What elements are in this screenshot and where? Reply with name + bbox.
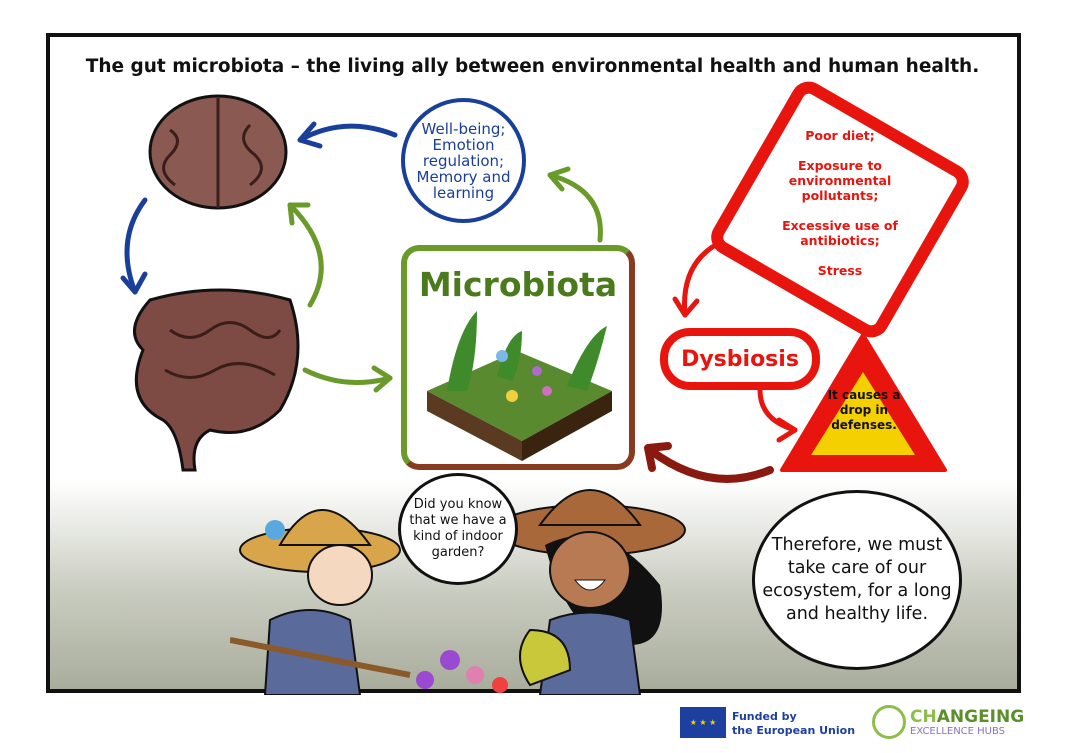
intestine-icon xyxy=(133,288,300,472)
warning-text: It causes a drop in defenses. xyxy=(827,388,901,432)
memory-text: Memory and xyxy=(416,167,511,186)
microbiota-box: Microbiota xyxy=(401,245,635,470)
brain-icon xyxy=(148,94,288,210)
risk-item: Poor diet; xyxy=(805,128,875,143)
gardener-left xyxy=(230,509,411,695)
wellbeing-text: Well-being; xyxy=(421,119,506,138)
arrow-gut-to-microbiota xyxy=(302,367,393,385)
changeing-subtitle: EXCELLENCE HUBS xyxy=(910,726,1006,737)
learning-text: learning xyxy=(432,183,495,202)
flowers-icon xyxy=(416,650,508,693)
brand-part: AN xyxy=(936,707,965,727)
garden-icon xyxy=(427,311,612,461)
speech-bubble-conclusion: Therefore, we must take care of our ecos… xyxy=(752,490,962,670)
risk-item: Excessive use of antibiotics; xyxy=(782,218,898,248)
eu-funding-text: Funded by the European Union xyxy=(732,710,855,738)
speech-bubble-question: Did you know that we have a kind of indo… xyxy=(398,473,518,585)
brand-part: GEING xyxy=(964,707,1025,727)
brand-part: CH xyxy=(910,707,937,727)
changeing-logo-icon xyxy=(872,705,906,739)
risk-item: Exposure to environmental pollutants; xyxy=(788,158,892,203)
gardener-right xyxy=(494,489,686,695)
wellbeing-circle: Well-being; Emotion regulation; Memory a… xyxy=(401,98,526,223)
page-title: The gut microbiota – the living ally bet… xyxy=(85,56,980,77)
risk-factors-text: Poor diet; Exposure to environmental pol… xyxy=(750,128,930,293)
arrow-brain-to-gut xyxy=(124,197,148,295)
regulation-text: regulation; xyxy=(422,151,505,170)
eu-line1: Funded by xyxy=(732,710,797,723)
arrow-gut-to-brain xyxy=(287,202,324,308)
changeing-brand: CHANGEING xyxy=(910,707,1024,727)
eu-line2: the European Union xyxy=(732,724,856,737)
emotion-text: Emotion xyxy=(432,135,495,154)
arrow-warning-to-microbiota xyxy=(646,446,774,483)
microbiota-title: Microbiota xyxy=(418,265,618,304)
arrow-circle-to-brain xyxy=(297,123,398,143)
eu-flag-icon: ★ ★ ★ xyxy=(680,707,726,738)
dysbiosis-label: Dysbiosis xyxy=(660,328,820,390)
arrow-microbiota-to-circle xyxy=(547,172,603,243)
gardeners-illustration xyxy=(230,489,686,695)
risk-item: Stress xyxy=(817,263,863,278)
